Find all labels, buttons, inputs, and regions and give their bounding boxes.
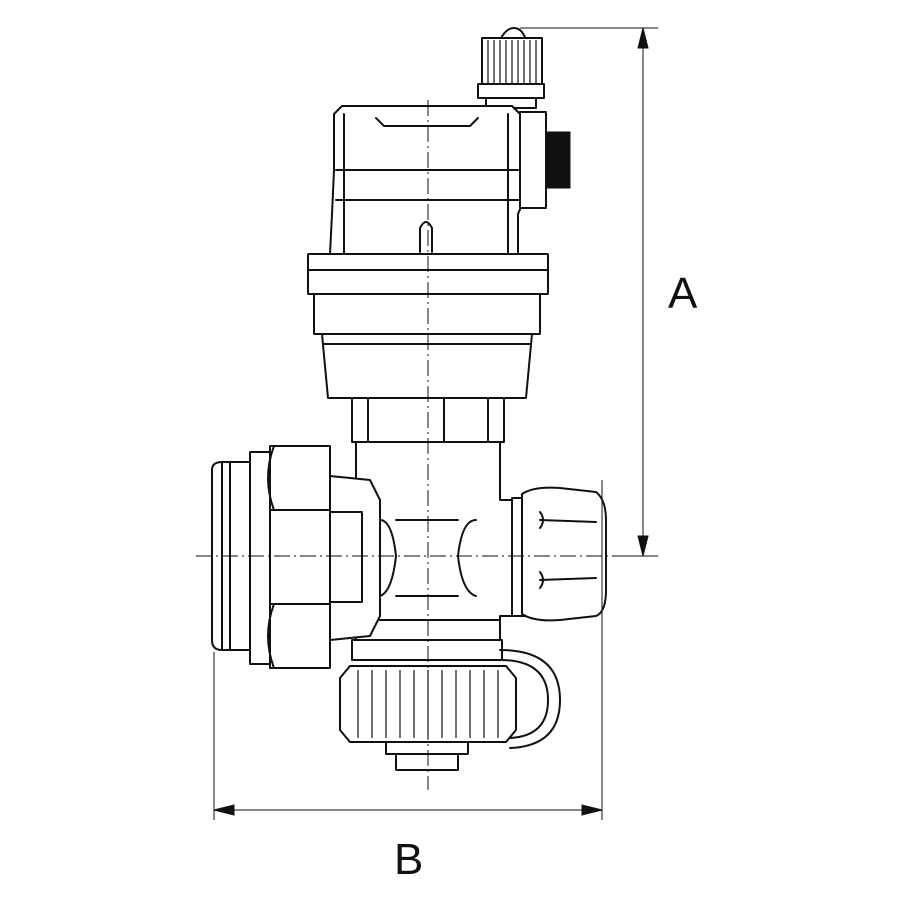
left-union (211, 445, 381, 669)
centerlines (196, 100, 620, 790)
dimension-a (520, 27, 658, 557)
dimension-b (213, 480, 603, 820)
bottom-nut (339, 639, 561, 771)
dimension-a-label: A (668, 269, 698, 318)
flange-collar (307, 253, 549, 399)
upper-housing (329, 105, 571, 255)
right-cap (511, 486, 607, 622)
vent-cap (477, 27, 545, 109)
dimension-b-label: B (394, 835, 423, 884)
